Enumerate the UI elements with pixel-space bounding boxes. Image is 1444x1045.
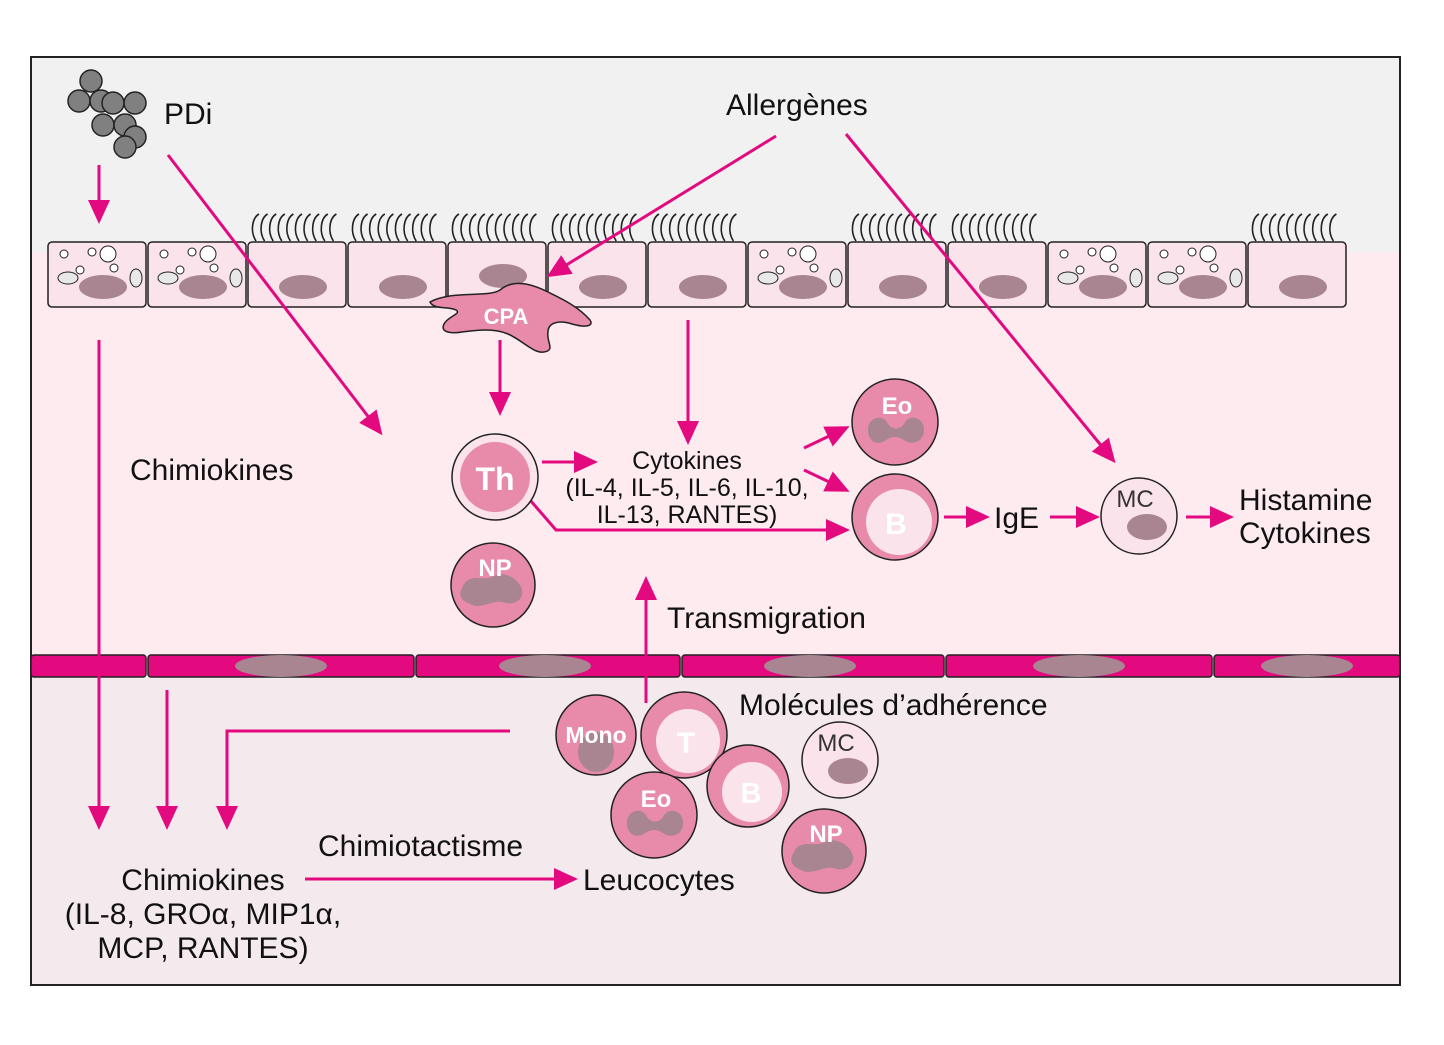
mc-label-tissue: MC (1116, 486, 1153, 513)
goblet-cell (1147, 241, 1247, 308)
np-cell-vessel: NP (781, 808, 867, 894)
t-cell: T (640, 691, 728, 779)
eo-cell-vessel: Eo (610, 771, 698, 859)
eo-label-tissue: Eo (882, 393, 913, 420)
lumen-zone (31, 57, 1400, 252)
nucleus (479, 264, 527, 288)
cytokines-list-2: IL-13, RANTES) (597, 501, 778, 529)
cytokines-title: Cytokines (632, 447, 742, 475)
b-label-vessel: B (741, 778, 762, 810)
ciliated-cell (1247, 241, 1347, 308)
nucleus (979, 275, 1027, 299)
diagram-frame (30, 56, 1401, 986)
cytokines-list-1: (IL-4, IL-5, IL-6, IL-10, (565, 474, 808, 502)
nucleus (1079, 275, 1127, 299)
nucleus (879, 275, 927, 299)
cpa-cell: CPA (429, 282, 592, 353)
nucleus (779, 275, 827, 299)
transmigration-label: Transmigration (667, 602, 866, 635)
ciliated-cell (847, 241, 947, 308)
mono-cell: Mono (555, 694, 637, 776)
mc-cell-tissue: MC (1100, 477, 1178, 555)
mc-cell-vessel: MC (801, 721, 879, 799)
ciliated-cell (547, 241, 647, 308)
nucleus (1279, 275, 1327, 299)
chimiokines-label-bottom: Chimiokines (121, 864, 284, 897)
np-label-vessel: NP (809, 821, 842, 848)
arrows (88, 133, 1234, 890)
np-cell-tissue: NP (450, 542, 536, 628)
chimiokines-list-2: MCP, RANTES) (97, 932, 308, 965)
goblet-cell (747, 241, 847, 308)
chimiotactisme-label: Chimiotactisme (318, 830, 523, 863)
th-label: Th (475, 461, 514, 497)
nucleus (179, 275, 227, 299)
goblet-cell (47, 241, 147, 308)
b-cell-tissue: B (851, 473, 939, 561)
arrow-allergen-cpa (546, 134, 777, 278)
nucleus (579, 275, 627, 299)
nucleus (679, 275, 727, 299)
arrow-cytokines-eo (803, 426, 850, 450)
endothelium (30, 654, 1401, 678)
arrow-pdi-diagonal (166, 154, 383, 436)
ciliated-cell (647, 241, 747, 308)
ciliated-cell (347, 241, 447, 308)
eo-cell-tissue: Eo (851, 378, 939, 466)
mc-label-vessel: MC (817, 730, 854, 757)
tissue-zone (31, 252, 1400, 662)
leucocytes-label: Leucocytes (583, 864, 735, 897)
histamine-label: Histamine (1239, 484, 1372, 517)
goblet-cell (147, 241, 247, 308)
mono-label: Mono (565, 722, 626, 748)
ige-label: IgE (994, 502, 1039, 535)
b-label-tissue: B (885, 508, 907, 541)
nucleus (279, 275, 327, 299)
pdi-label: PDi (164, 98, 212, 131)
eo-label-vessel: Eo (641, 786, 672, 813)
nucleus (79, 275, 127, 299)
arrow-th-b (528, 499, 850, 541)
arrow-cytokines-b (803, 468, 850, 492)
chimiokines-label-mid: Chimiokines (130, 454, 293, 487)
ciliated-cell (247, 241, 347, 308)
adhesion-label: Molécules d’adhérence (739, 689, 1048, 722)
goblet-cell (1047, 241, 1147, 308)
cilia-layer (251, 213, 1337, 242)
arrow-adhesion-back (216, 729, 510, 830)
b-cell-vessel: B (706, 744, 790, 828)
th-cell: Th (451, 433, 539, 521)
allergenes-label: Allergènes (726, 89, 868, 122)
t-label: T (677, 727, 695, 760)
cytokines-output-label: Cytokines (1239, 517, 1371, 550)
nucleus (1179, 275, 1227, 299)
chimiokines-list-1: (IL-8, GROα, MIP1α, (65, 898, 341, 931)
arrow-allergen-mc (844, 133, 1116, 464)
nucleus (379, 275, 427, 299)
np-label-tissue: NP (478, 555, 511, 582)
particle-cluster-icon (67, 69, 147, 159)
cpa-label: CPA (484, 304, 529, 329)
